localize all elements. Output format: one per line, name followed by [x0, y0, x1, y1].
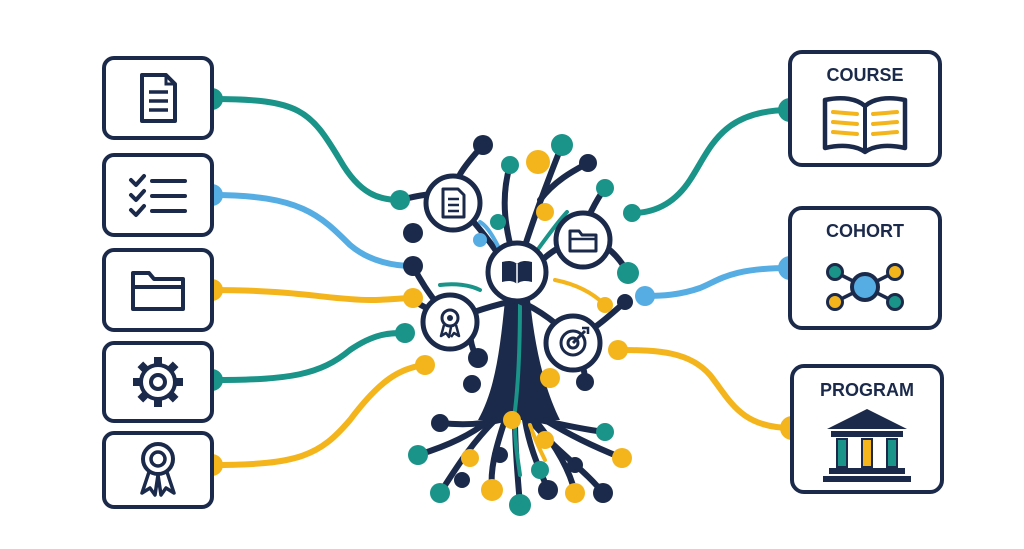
tree-badge-target [543, 313, 603, 373]
connector-course-to-tree [629, 107, 793, 216]
connector-document-to-tree [209, 96, 403, 203]
connector-program-to-tree [615, 347, 795, 431]
document-icon [441, 187, 466, 219]
target-icon [559, 326, 590, 357]
document-icon [140, 73, 177, 123]
open-book-icon [502, 260, 532, 284]
cohort-label: COHORT [826, 221, 904, 241]
institution-icon [823, 409, 911, 482]
connector-folder-to-tree [209, 287, 416, 304]
left-box-folder [102, 248, 214, 332]
trunk-highlight [512, 299, 522, 419]
tree [390, 134, 655, 516]
left-box-award [102, 431, 214, 509]
folder-icon [131, 271, 185, 311]
left-box-gear [102, 341, 214, 423]
connector-checklist-to-tree [209, 192, 416, 269]
gear-icon [133, 357, 183, 407]
network-icon [826, 263, 904, 311]
connector-gear-to-tree [209, 330, 408, 383]
tree-badge-document [423, 173, 483, 233]
connector-award-to-tree [209, 362, 428, 468]
left-box-checklist [102, 153, 214, 237]
root-highlight [513, 423, 522, 477]
left-box-document [102, 56, 214, 140]
open-book-icon [822, 96, 908, 155]
tree-badge-folder [553, 210, 613, 270]
award-ribbon-icon [140, 442, 176, 497]
course-label: COURSE [826, 65, 903, 85]
tree-badge-book [485, 240, 549, 304]
program-label: PROGRAM [820, 380, 914, 400]
tree-nodes [390, 134, 655, 516]
connectors [209, 96, 795, 468]
tree-badge-award [420, 292, 480, 352]
checklist-icon [129, 174, 187, 217]
award-ribbon-icon [439, 308, 461, 339]
folder-icon [568, 229, 598, 253]
right-box-course: COURSE [788, 50, 942, 167]
connector-cohort-to-tree [642, 265, 793, 299]
right-box-program: PROGRAM [790, 364, 944, 494]
right-box-cohort: COHORT [788, 206, 942, 330]
